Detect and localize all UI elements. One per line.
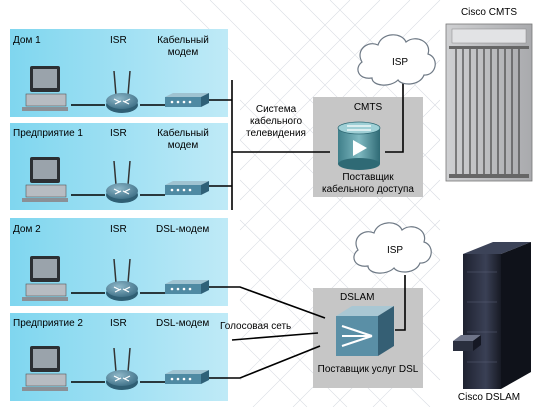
connection-lines [71,80,406,383]
isp-cloud-top [357,34,436,86]
isr-label: ISR [110,35,127,46]
home-1-label: Дом 1 [13,35,41,46]
cisco-dslam-photo [453,242,531,389]
dslam-title: DSLAM [340,292,375,303]
pc-icons [22,66,68,391]
isp-cloud-bottom [353,222,432,274]
isr-label: ISR [110,128,127,139]
cable-provider-caption: Поставщик кабельного доступа [322,172,414,195]
enterprise-2-label: Предприятие 2 [13,318,83,329]
cable-modem-label: Кабельный модем [157,128,209,151]
modem-icons [165,93,209,384]
cable-modem-label: Кабельный модем [157,35,209,58]
isp-bottom-label: ISP [386,245,404,256]
dsl-provider-caption: Поставщик услуг DSL [317,364,419,375]
cmts-device-icon [337,121,381,170]
router-icons [106,70,138,390]
cisco-cmts-photo [445,23,533,182]
voice-network-label: Голосовая сеть [220,321,292,332]
isr-label: ISR [110,318,127,329]
dsl-modem-label: DSL-модем [156,224,210,235]
cmts-title: CMTS [353,102,383,113]
dslam-device-icon [336,306,394,356]
cable-tv-system-label: Система кабельного телевидения [246,104,306,139]
dsl-modem-label: DSL-модем [156,318,210,329]
cisco-dslam-label: Cisco DSLAM [457,392,521,403]
enterprise-1-label: Предприятие 1 [13,128,83,139]
isp-top-label: ISP [391,57,409,68]
isr-label: ISR [110,224,127,235]
home-2-label: Дом 2 [13,224,41,235]
cisco-cmts-label: Cisco CMTS [460,7,518,18]
